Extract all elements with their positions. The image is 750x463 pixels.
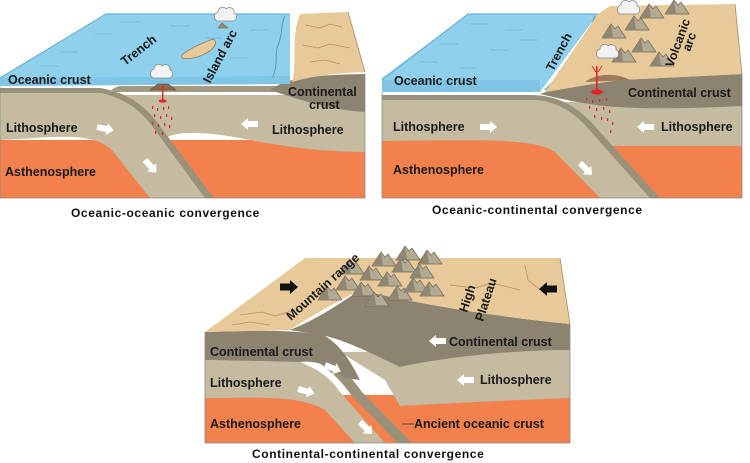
continental-crust-wedge xyxy=(270,74,365,112)
continent-surface xyxy=(292,12,365,82)
label-asthenosphere: Asthenosphere xyxy=(393,163,484,177)
ancient-oceanic-crust xyxy=(318,355,412,443)
ocean-surface xyxy=(0,14,290,86)
label-ancient-oceanic-crust: Ancient oceanic crust xyxy=(414,417,545,431)
label-volcanic-arc-2: arc xyxy=(680,31,700,53)
label-oceanic-crust: Oceanic crust xyxy=(8,73,92,87)
label-lithosphere-right: Lithosphere xyxy=(661,120,733,134)
island-arc xyxy=(181,38,216,60)
volcanic-ash-cloud xyxy=(617,0,640,15)
label-lithosphere-right: Lithosphere xyxy=(272,123,344,137)
ocean-surface xyxy=(382,14,598,92)
label-lithosphere-left: Lithosphere xyxy=(210,376,282,390)
label-lithosphere-left: Lithosphere xyxy=(6,121,78,135)
magma-plumes xyxy=(586,65,614,133)
panel-oceanic-continental: Oceanic crust Continental crust Lithosph… xyxy=(381,0,743,217)
panel-oceanic-oceanic: Oceanic crust Lithosphere Lithosphere As… xyxy=(0,6,366,220)
label-asthenosphere: Asthenosphere xyxy=(5,165,96,179)
oceanic-crust-slab xyxy=(0,88,214,198)
lithosphere-layer-left xyxy=(382,100,650,198)
label-lithosphere-right: Lithosphere xyxy=(480,373,552,387)
continental-crust-layer xyxy=(540,74,742,109)
caption-oceanic-continental: Oceanic-continental convergence xyxy=(432,203,643,217)
panel-continental-continental: Mountain range High Plateau Continental … xyxy=(204,245,571,461)
continental-crust-right xyxy=(290,290,570,367)
label-continental-crust-1: Continental xyxy=(288,85,357,99)
label-continental-crust: Continental crust xyxy=(628,86,732,100)
continent-surface xyxy=(205,258,570,332)
oceanic-crust-slab xyxy=(382,95,660,198)
caption-continental-continental: Continental-continental convergence xyxy=(252,447,484,461)
label-continental-crust-left: Continental crust xyxy=(210,345,314,359)
label-oceanic-crust: Oceanic crust xyxy=(394,74,478,88)
lithosphere-layer-left xyxy=(205,360,385,443)
continental-crust-left xyxy=(205,330,360,380)
label-continental-crust-2: crust xyxy=(309,98,340,112)
volcanic-ash-cloud xyxy=(214,6,237,22)
label-asthenosphere: Asthenosphere xyxy=(210,417,301,431)
lithosphere-layer-right xyxy=(110,95,365,152)
label-lithosphere-left: Lithosphere xyxy=(393,120,465,134)
label-continental-crust-right: Continental crust xyxy=(449,335,553,349)
asthenosphere-layer xyxy=(382,140,742,198)
magma-plumes xyxy=(152,86,173,135)
caption-oceanic-oceanic: Oceanic-oceanic convergence xyxy=(71,206,260,220)
